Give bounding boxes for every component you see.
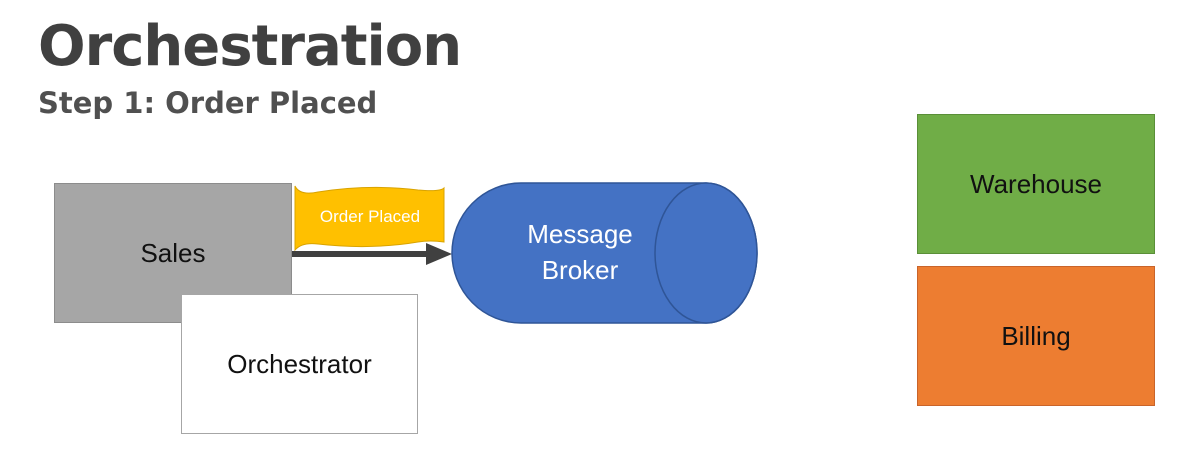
order-placed-message-label: Order Placed [319,207,421,226]
sales-label: Sales [140,237,206,268]
orchestrator-label: Orchestrator [227,348,372,379]
arrow-head [426,243,452,265]
page-subtitle: Step 1: Order Placed [38,86,378,120]
sales-box: Sales [54,183,292,323]
billing-box: Billing [917,266,1155,406]
orchestrator-box: Orchestrator [181,294,418,434]
billing-label: Billing [1001,320,1071,351]
message-broker-label: Message Broker [480,216,680,288]
broker-label-line1: Message [527,219,633,249]
warehouse-label: Warehouse [970,168,1102,199]
broker-label-line2: Broker [541,255,619,285]
warehouse-box: Warehouse [917,114,1155,254]
page-title: Orchestration [38,14,462,79]
